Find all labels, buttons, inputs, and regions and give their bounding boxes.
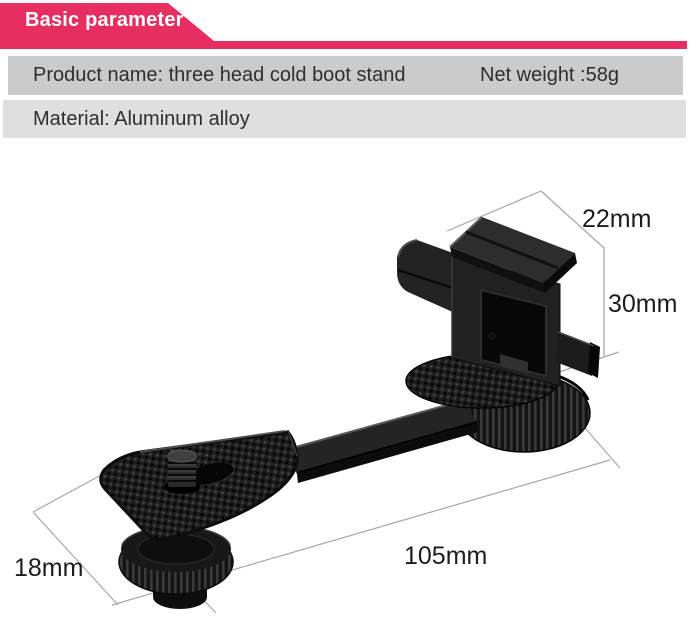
product-name-label: Product name: three head cold boot stand — [33, 64, 406, 86]
bracket-illustration — [99, 216, 600, 609]
spec-row-product: Product name: three head cold boot stand… — [8, 56, 683, 95]
material-label: Material: Aluminum alloy — [33, 107, 250, 130]
dim-label-30mm: 30mm — [608, 290, 677, 318]
top-cold-shoe — [449, 216, 577, 293]
spec-row-material: Material: Aluminum alloy — [3, 100, 686, 138]
page-title: Basic parameter — [25, 9, 184, 31]
dim-label-105mm: 105mm — [404, 542, 487, 570]
left-thumbwheel — [118, 525, 234, 609]
quarter-inch-screw — [164, 449, 200, 494]
dim-label-18mm: 18mm — [14, 554, 83, 582]
shoe-body — [451, 255, 561, 387]
net-weight-label: Net weight :58g — [480, 64, 619, 86]
right-cold-shoe — [556, 331, 600, 378]
dim-label-22mm: 22mm — [582, 205, 651, 233]
extension-bar — [284, 399, 478, 483]
body-window — [480, 288, 547, 378]
